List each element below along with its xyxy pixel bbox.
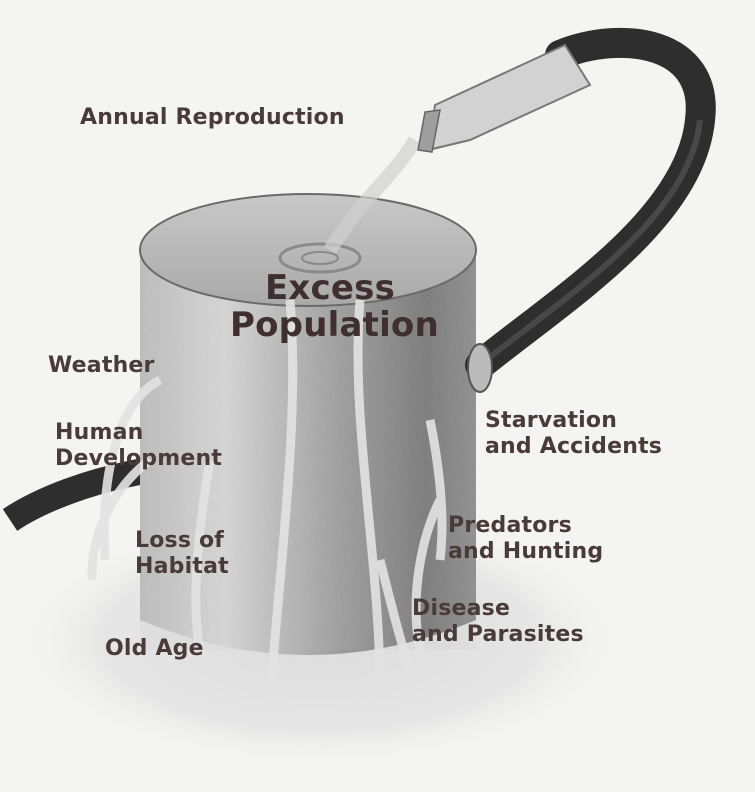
hose-connector (468, 344, 492, 392)
label-weather: Weather (48, 353, 155, 379)
label-starvation-and-accidents: Starvation and Accidents (485, 408, 662, 460)
hose-nozzle (418, 45, 590, 152)
label-excess-population: Excess Population (230, 270, 430, 344)
label-loss-of-habitat: Loss of Habitat (135, 528, 229, 580)
label-annual-reproduction: Annual Reproduction (80, 105, 345, 131)
label-human-development: Human Development (55, 420, 222, 472)
label-old-age: Old Age (105, 636, 204, 662)
label-predators-and-hunting: Predators and Hunting (448, 513, 603, 565)
label-disease-and-parasites: Disease and Parasites (412, 596, 584, 648)
